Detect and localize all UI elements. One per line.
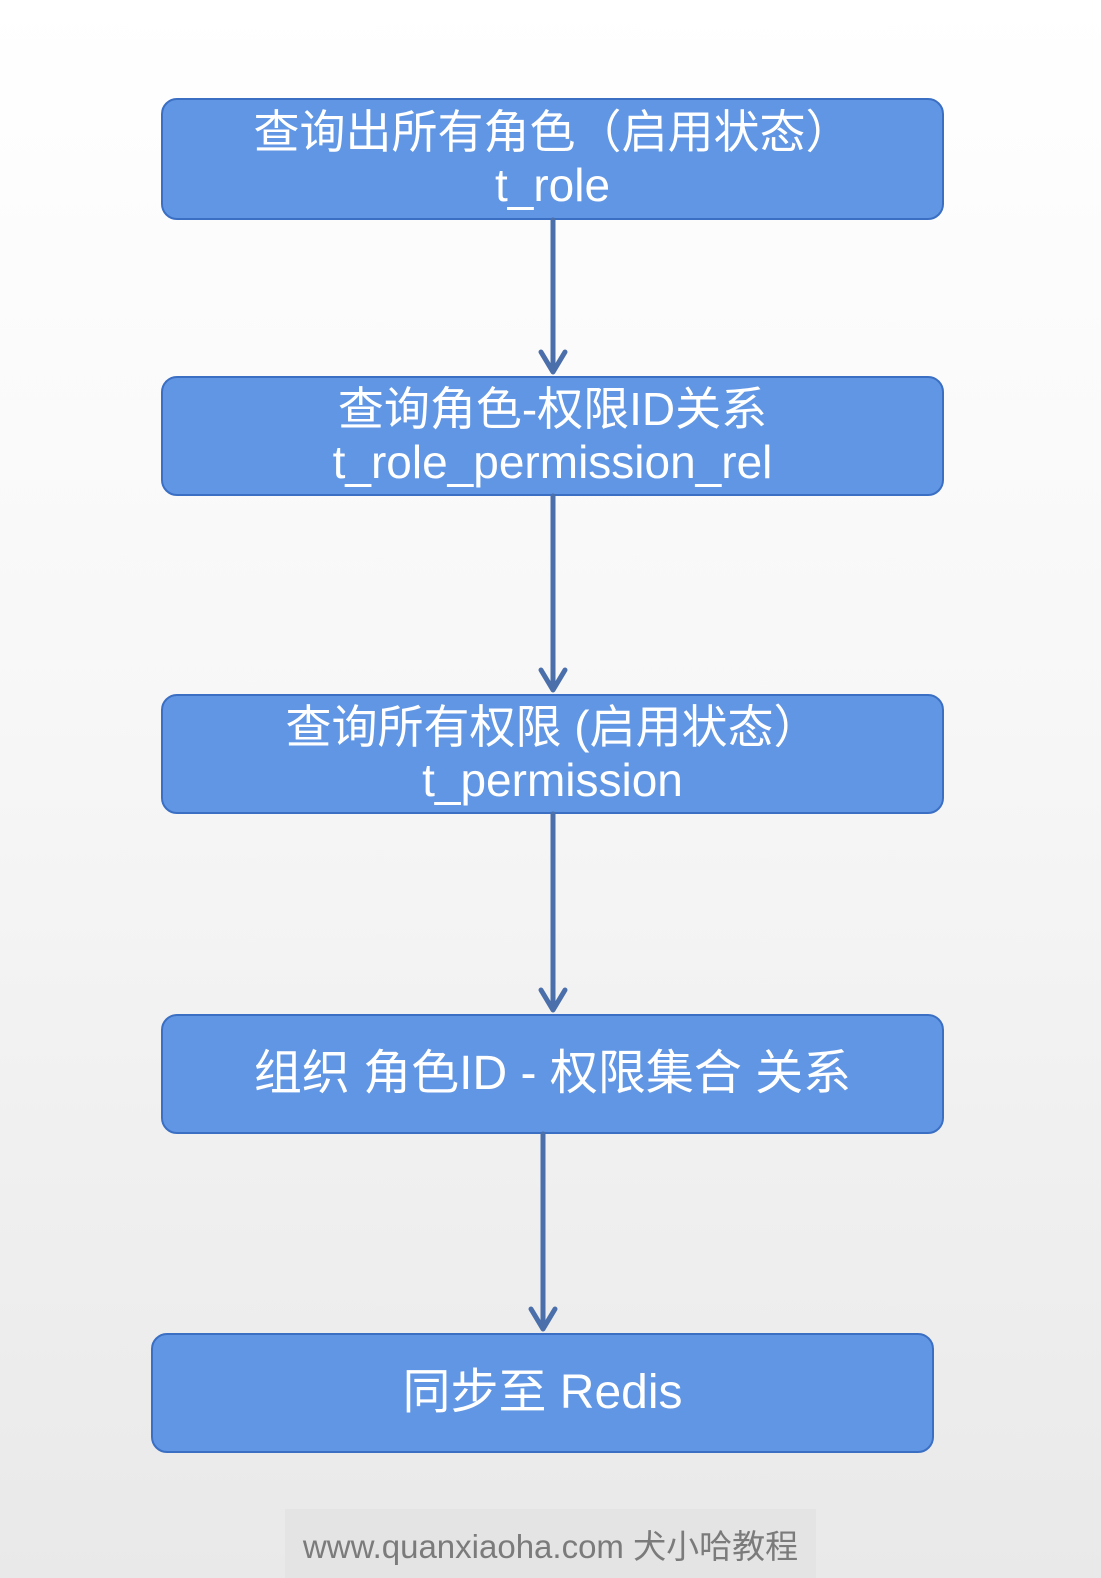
- step-1-box: 查询出所有角色（启用状态） t_role: [161, 98, 944, 220]
- step-3-table: t_permission: [422, 754, 683, 806]
- step-5-title: 同步至 Redis: [402, 1366, 683, 1420]
- arrow-2-3: [538, 493, 568, 693]
- step-1-title: 查询出所有角色（启用状态）: [253, 106, 852, 159]
- step-3-title: 查询所有权限 (启用状态）: [285, 701, 820, 754]
- arrow-1-2: [538, 217, 568, 375]
- step-5-box: 同步至 Redis: [151, 1333, 934, 1453]
- step-2-title: 查询角色-权限ID关系: [337, 383, 768, 436]
- step-4-box: 组织 角色ID - 权限集合 关系: [161, 1014, 944, 1134]
- step-4-title: 组织 角色ID - 权限集合 关系: [253, 1047, 852, 1101]
- arrow-3-4: [538, 811, 568, 1013]
- watermark: www.quanxiaoha.com 犬小哈教程: [285, 1509, 816, 1578]
- step-1-table: t_role: [494, 159, 611, 211]
- step-2-table: t_role_permission_rel: [332, 436, 773, 488]
- arrow-4-5: [528, 1131, 558, 1332]
- step-2-box: 查询角色-权限ID关系 t_role_permission_rel: [161, 376, 944, 496]
